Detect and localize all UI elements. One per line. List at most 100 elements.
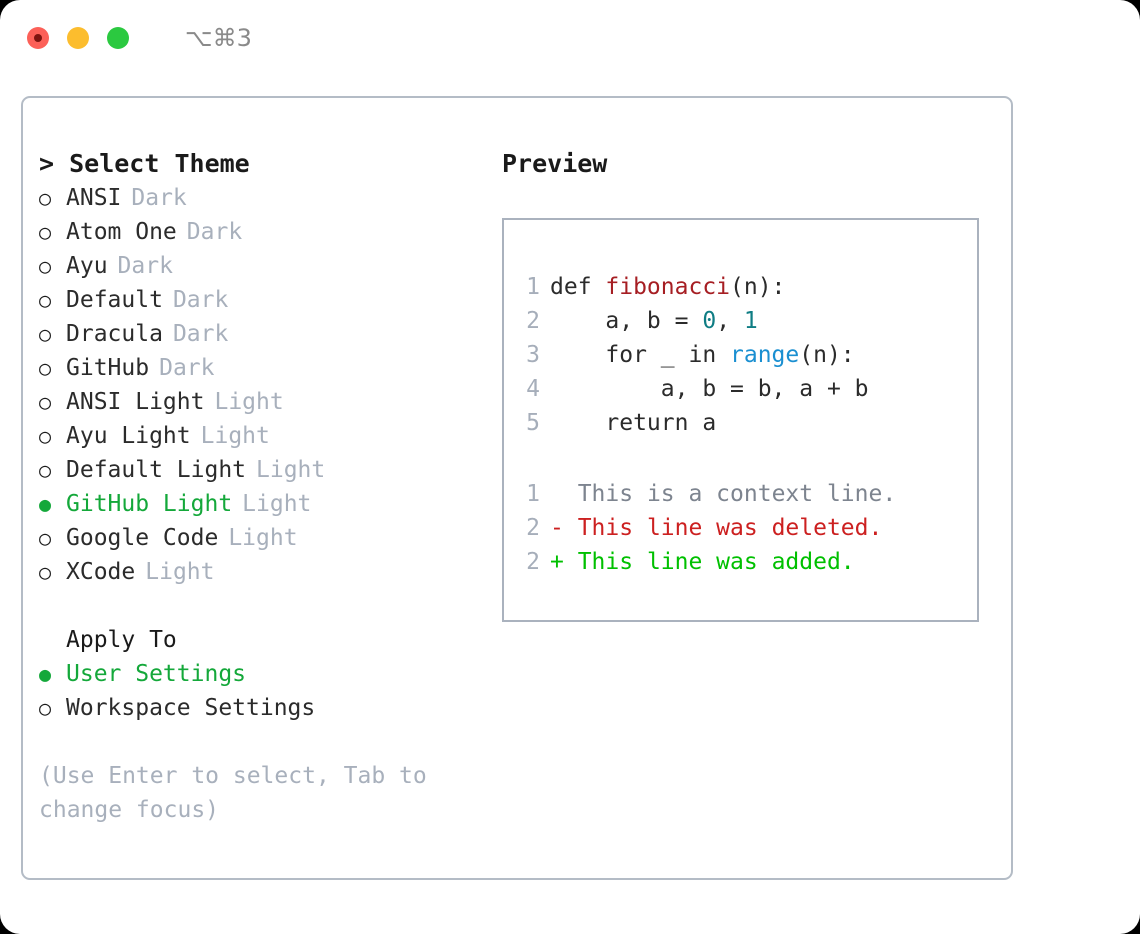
diff-line-deleted: 2- This line was deleted. (504, 511, 977, 545)
theme-option-ansi[interactable]: ○ ANSI Dark (39, 181, 479, 215)
theme-option-variant: Dark (159, 355, 215, 381)
radio-unselected-icon: ○ (39, 458, 52, 482)
theme-option-xcode[interactable]: ○ XCode Light (39, 555, 479, 589)
theme-option-variant: Dark (172, 321, 229, 347)
line-number: 3 (526, 342, 540, 368)
theme-option-github-light[interactable]: ● GitHub Light Light (39, 487, 479, 521)
radio-unselected-icon: ○ (39, 390, 52, 414)
preview-spacer (504, 440, 977, 477)
line-number: 4 (526, 376, 540, 402)
theme-option-label: Default (66, 287, 163, 313)
code-token: def (550, 274, 606, 300)
theme-option-label: Dracula (66, 321, 163, 347)
theme-option-label: GitHub Light (66, 491, 233, 517)
preview-heading: Preview (502, 149, 608, 178)
diff-line-text: This line was deleted. (577, 515, 883, 541)
theme-option-atom-one[interactable]: ○ Atom One Dark (39, 215, 479, 249)
code-line-content: def fibonacci(n): (550, 270, 785, 304)
theme-option-variant: Dark (186, 219, 243, 245)
radio-unselected-icon: ○ (39, 696, 52, 720)
theme-option-label: Atom One (66, 219, 177, 245)
theme-option-label: ANSI Light (66, 389, 205, 415)
radio-unselected-icon: ○ (39, 186, 52, 210)
line-number: 2 (526, 515, 540, 541)
diff-preview: 1 This is a context line. 2- This line wa… (504, 477, 977, 579)
code-line: 2 a, b = 0, 1 (504, 304, 977, 338)
apply-to-heading: Apply To (66, 627, 177, 653)
line-number: 5 (526, 410, 540, 436)
theme-option-label: Default Light (66, 457, 247, 483)
theme-option-variant: Dark (131, 185, 187, 211)
radio-unselected-icon: ○ (39, 254, 52, 278)
close-icon (34, 34, 42, 42)
code-line-content: a, b = 0, 1 (550, 304, 758, 338)
theme-option-label: ANSI (66, 185, 122, 211)
apply-to-option-workspace-settings[interactable]: ○ Workspace Settings (39, 691, 479, 725)
theme-option-variant: Dark (172, 287, 229, 313)
maximize-window-button[interactable] (107, 27, 129, 49)
radio-selected-icon: ● (39, 662, 52, 686)
apply-to-list: ● User Settings ○ Workspace Settings (39, 657, 479, 725)
code-line: 3 for _ in range(n): (504, 338, 977, 372)
line-number: 2 (526, 308, 540, 334)
theme-option-ayu[interactable]: ○ Ayu Dark (39, 249, 479, 283)
theme-option-label: XCode (66, 559, 136, 585)
code-token: (n): (799, 342, 855, 368)
diff-line-text: This is a context line. (577, 481, 897, 507)
radio-unselected-icon: ○ (39, 356, 52, 380)
theme-option-label: Ayu (66, 253, 108, 279)
diff-line-added: 2+ This line was added. (504, 545, 977, 579)
theme-option-ayu-light[interactable]: ○ Ayu Light Light (39, 419, 479, 453)
theme-option-variant: Light (256, 457, 326, 483)
apply-to-option-label: Workspace Settings (66, 695, 316, 721)
code-line-content: return a (550, 406, 716, 440)
close-window-button[interactable] (27, 27, 49, 49)
radio-unselected-icon: ○ (39, 560, 52, 584)
apply-to-option-user-settings[interactable]: ● User Settings (39, 657, 479, 691)
code-token: 0 (702, 308, 717, 334)
title-bar: ⌥⌘3 (0, 0, 1140, 76)
apply-to-section: Apply To ● User Settings ○ Workspace Settin… (39, 623, 479, 725)
code-token: a, b = (550, 308, 703, 334)
code-token: range (730, 342, 800, 368)
keyboard-shortcut-label: ⌥⌘3 (185, 24, 252, 52)
theme-option-variant: Light (228, 525, 298, 551)
theme-option-variant: Light (200, 423, 270, 449)
theme-option-label: Ayu Light (66, 423, 191, 449)
line-number: 1 (526, 481, 540, 507)
radio-unselected-icon: ○ (39, 220, 52, 244)
code-token: return a (550, 410, 717, 436)
keyboard-hint-text: (Use Enter to select, Tab to change focu… (39, 763, 441, 823)
theme-option-default-light[interactable]: ○ Default Light Light (39, 453, 479, 487)
diff-marker: - (550, 515, 578, 541)
code-token: (n): (730, 274, 786, 300)
code-token: 1 (743, 308, 758, 334)
theme-option-variant: Light (145, 559, 215, 585)
minimize-window-button[interactable] (67, 27, 89, 49)
diff-marker (550, 477, 578, 511)
line-number: 2 (526, 549, 540, 575)
theme-option-variant: Dark (117, 253, 173, 279)
code-token: , (716, 308, 744, 334)
theme-option-variant: Light (242, 491, 312, 517)
theme-option-label: GitHub (66, 355, 150, 381)
theme-option-github[interactable]: ○ GitHub Dark (39, 351, 479, 385)
code-line: 5 return a (504, 406, 977, 440)
apply-to-option-label: User Settings (66, 661, 247, 687)
code-token: a, b = b, a + b (550, 376, 869, 402)
select-theme-heading: > Select Theme (39, 149, 250, 178)
radio-selected-icon: ● (39, 492, 52, 516)
code-line-content: a, b = b, a + b (550, 372, 869, 406)
radio-unselected-icon: ○ (39, 424, 52, 448)
diff-line-text: This line was added. (577, 549, 855, 575)
